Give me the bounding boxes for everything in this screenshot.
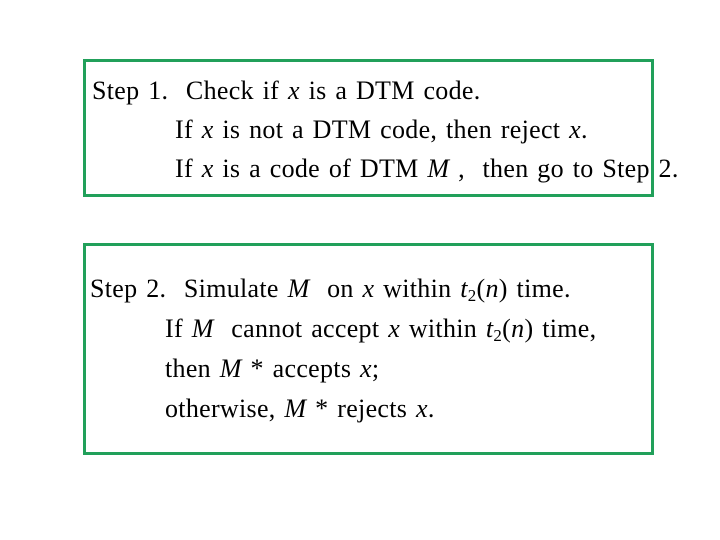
text-segment: If — [165, 314, 192, 343]
step1-box: Step 1. Check if x is a DTM code.If x is… — [83, 59, 678, 197]
text-line: If x is a code of DTM M , then go to Ste… — [92, 149, 678, 188]
math-variable: M — [427, 154, 450, 183]
text-segment: otherwise, — [165, 394, 285, 423]
text-segment: ; — [371, 354, 380, 383]
math-variable: M — [219, 354, 242, 383]
math-variable: n — [511, 314, 525, 343]
math-variable: x — [569, 115, 581, 144]
text-segment: . — [580, 115, 588, 144]
text-segment: * rejects — [306, 394, 417, 423]
math-variable: M — [191, 314, 214, 343]
math-variable: M — [287, 274, 310, 303]
text-segment: is a DTM code. — [299, 76, 481, 105]
math-variable: t — [460, 274, 468, 303]
math-variable: x — [416, 394, 428, 423]
text-segment: ( — [476, 274, 486, 303]
math-variable: x — [201, 115, 214, 144]
text-line: then M * accepts x; — [90, 349, 647, 389]
text-segment: within — [400, 314, 486, 343]
math-variable: x — [362, 274, 375, 303]
step2-box: Step 2. Simulate M on x within t2(n) tim… — [83, 243, 654, 455]
math-variable: t — [485, 314, 494, 343]
text-segment: then — [165, 354, 220, 383]
text-segment: * accepts — [241, 354, 361, 383]
text-segment: , then go to Step 2. — [449, 154, 679, 183]
text-segment: . — [427, 394, 435, 423]
math-variable: x — [287, 76, 300, 105]
math-variable: M — [284, 394, 307, 423]
text-line: otherwise, M * rejects x. — [90, 389, 647, 429]
text-segment: If — [175, 115, 202, 144]
text-segment: is not a DTM code, then reject — [213, 115, 570, 144]
math-variable: n — [485, 274, 499, 303]
subscript: 2 — [493, 326, 503, 346]
text-segment: is a code of DTM — [213, 154, 428, 183]
math-variable: x — [360, 354, 372, 383]
text-line: Step 1. Check if x is a DTM code. — [92, 71, 647, 110]
text-segment: on — [309, 274, 363, 303]
text-line: Step 2. Simulate M on x within t2(n) tim… — [90, 269, 647, 309]
text-segment: ) time. — [498, 274, 571, 303]
math-variable: x — [388, 314, 401, 343]
text-segment: Step 2. Simulate — [90, 274, 288, 303]
text-segment: within — [374, 274, 461, 303]
math-variable: x — [201, 154, 214, 183]
text-segment: ( — [502, 314, 512, 343]
text-segment: Step 1. Check if — [92, 76, 288, 105]
subscript: 2 — [467, 286, 477, 306]
text-segment: ) time, — [524, 314, 597, 343]
text-segment: cannot accept — [213, 314, 389, 343]
text-line: If M cannot accept x within t2(n) time, — [90, 309, 647, 349]
text-line: If x is not a DTM code, then reject x. — [92, 110, 647, 149]
text-segment: If — [175, 154, 202, 183]
